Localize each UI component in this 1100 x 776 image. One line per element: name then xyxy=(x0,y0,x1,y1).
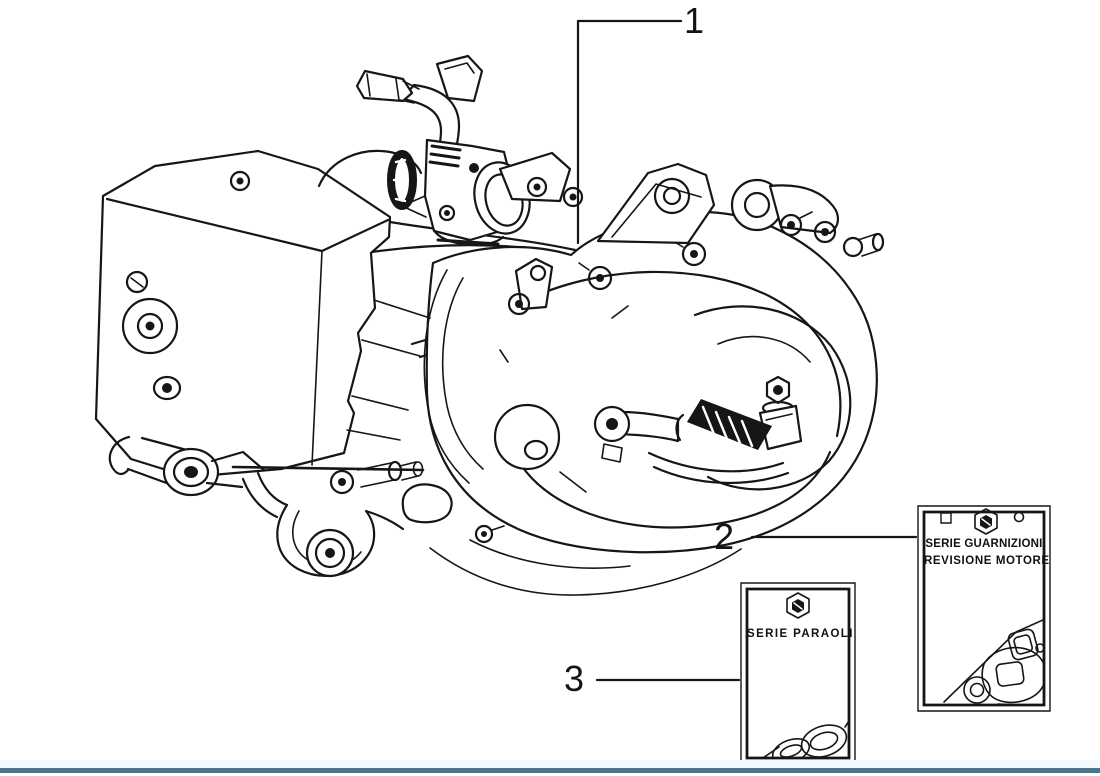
seal-kit-label: SERIE PARAOLI xyxy=(747,628,854,640)
gasket-kit-box xyxy=(918,506,1052,711)
bottom-mounts xyxy=(110,437,504,576)
gasket-kit-label-line1: SERIE GUARNIZIONI xyxy=(925,538,1043,550)
callout-1-number: 1 xyxy=(684,0,705,41)
square-mark xyxy=(941,513,951,523)
gasket-kit-label-line2: REVISIONE MOTORE xyxy=(924,555,1050,567)
gasket-sketch xyxy=(944,616,1052,706)
callout-2-number: 2 xyxy=(714,516,735,557)
hex-bolt-icon xyxy=(787,593,809,618)
kick-starter-lever xyxy=(595,377,801,483)
callout-1-leader xyxy=(578,21,681,243)
engine-mount-brackets xyxy=(500,153,883,314)
cylinder-shroud xyxy=(96,151,430,477)
oil-seal-sketch xyxy=(757,720,851,768)
callout-3-number: 3 xyxy=(564,658,585,699)
hex-bolt-icon xyxy=(975,509,997,534)
engine-assembly xyxy=(96,56,883,595)
window-bottom-border xyxy=(0,768,1100,773)
seal-kit-box xyxy=(741,583,855,768)
bottom-light-band xyxy=(0,760,1100,768)
circle-mark xyxy=(1015,513,1024,522)
